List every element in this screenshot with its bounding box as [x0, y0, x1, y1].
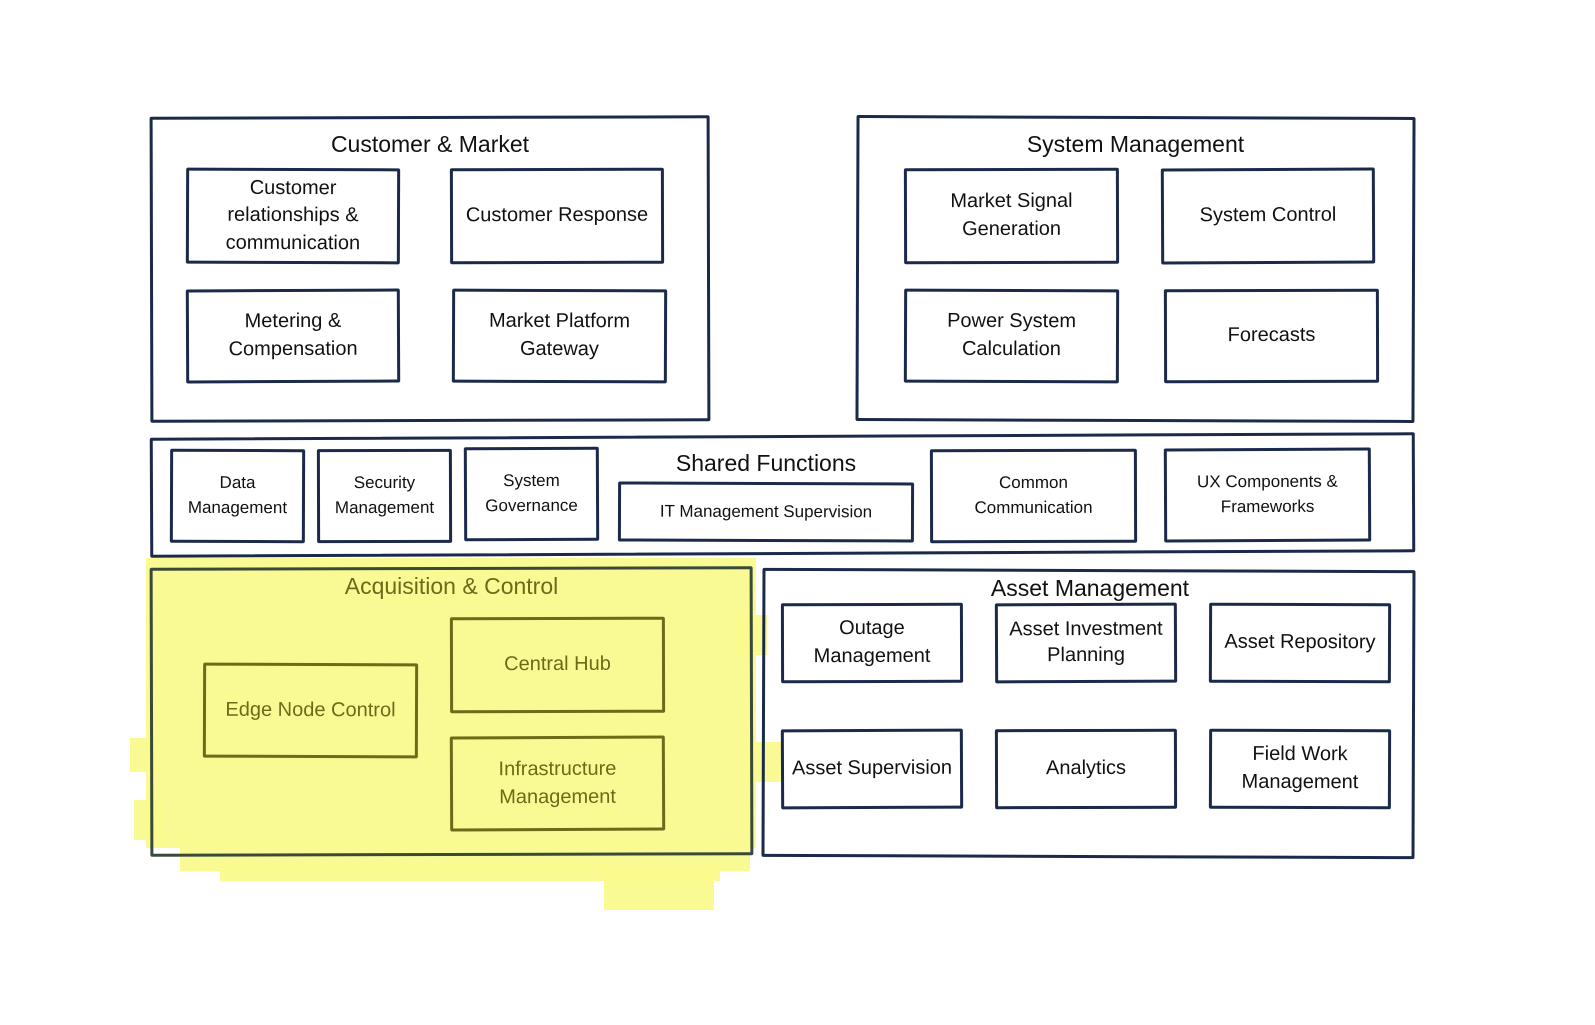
asset-supervision-box: Asset Supervision — [780, 728, 964, 810]
ux-components-box: UX Components & Frameworks — [1163, 447, 1372, 543]
forecasts-box: Forecasts — [1163, 288, 1380, 384]
market-platform-gateway-box: Market Platform Gateway — [451, 288, 668, 384]
field-work-management-box: Field Work Management — [1208, 728, 1392, 810]
acquisition-control-title: Acquisition & Control — [344, 573, 559, 599]
system-management-title: System Management — [1026, 131, 1245, 157]
common-communication-box: Common Communication — [929, 448, 1138, 544]
customer-relationships-box: Customer relationships & communication — [185, 167, 401, 265]
infrastructure-management-box: Infrastructure Management — [449, 735, 666, 832]
central-hub-box: Central Hub — [449, 616, 666, 714]
security-management-box: Security Management — [316, 448, 453, 544]
it-management-supervision-box: IT Management Supervision — [617, 481, 915, 543]
customer-response-box: Customer Response — [449, 167, 665, 265]
customer-market-title: Customer & Market — [330, 131, 530, 157]
system-control-box: System Control — [1160, 167, 1376, 265]
shared-functions-title: Shared Functions — [675, 450, 857, 476]
asset-repository-box: Asset Repository — [1208, 602, 1392, 684]
system-governance-box: System Governance — [463, 446, 600, 542]
asset-management-title: Asset Management — [990, 575, 1190, 601]
market-signal-generation-box: Market Signal Generation — [903, 167, 1120, 265]
metering-compensation-box: Metering & Compensation — [185, 288, 401, 384]
asset-investment-planning-box: Asset Investment Planning — [994, 602, 1178, 684]
power-system-calculation-box: Power System Calculation — [903, 288, 1120, 384]
outage-management-box: Outage Management — [780, 602, 964, 684]
data-management-box: Data Management — [169, 448, 306, 544]
analytics-box: Analytics — [994, 728, 1178, 810]
edge-node-control-box: Edge Node Control — [202, 662, 419, 759]
